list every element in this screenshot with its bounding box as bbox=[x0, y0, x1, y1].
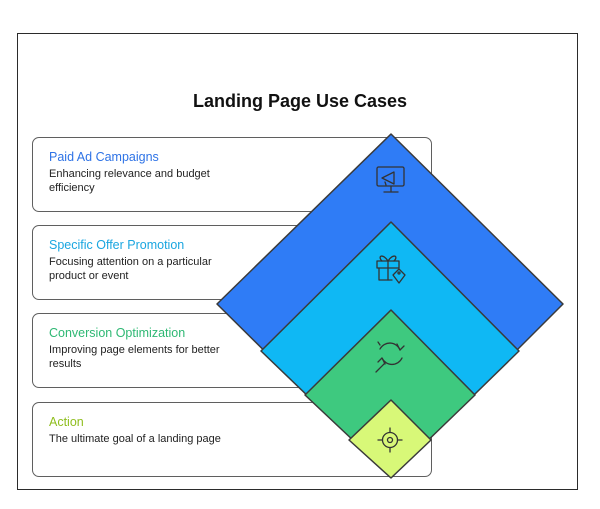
layer-heading: Paid Ad Campaigns bbox=[49, 150, 159, 164]
target-icon bbox=[377, 427, 403, 453]
page-title: Landing Page Use Cases bbox=[192, 91, 408, 111]
diamond-layer-4 bbox=[348, 399, 432, 479]
monitor-megaphone-icon bbox=[376, 166, 405, 193]
layer-heading: Specific Offer Promotion bbox=[49, 238, 185, 252]
layer-heading: Conversion Optimization bbox=[49, 326, 186, 340]
layer-heading: Action bbox=[49, 415, 84, 429]
layer-description: Enhancing relevance and budget efficienc… bbox=[49, 168, 210, 194]
layer-description: The ultimate goal of a landing page bbox=[49, 433, 221, 445]
cycle-arrows-icon bbox=[375, 341, 405, 373]
layer-description: Focusing attention on a particular produ… bbox=[49, 256, 212, 282]
gift-tag-icon bbox=[376, 255, 406, 284]
layer-description: Improving page elements for better resul… bbox=[49, 344, 220, 370]
